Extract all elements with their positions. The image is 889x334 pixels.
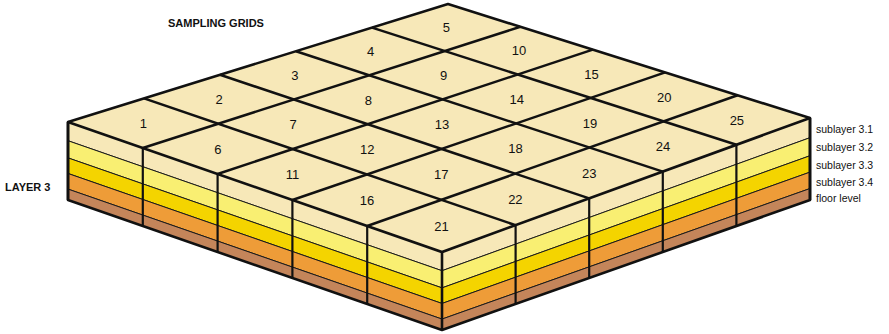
label-anchor: 25 [730, 111, 744, 129]
label-anchor: 9 [440, 66, 447, 84]
label-anchor: 1 [140, 114, 147, 132]
label-anchor: 11 [286, 165, 300, 183]
grid-number: 13 [435, 118, 449, 132]
column-divider [514, 225, 516, 304]
label-anchor: 12 [360, 140, 374, 158]
sublayer-label: floor level [816, 193, 861, 205]
grid-number: 23 [582, 167, 596, 181]
grid-line [296, 51, 663, 171]
label-anchor: sublayer 3.4 [816, 172, 873, 190]
label-anchor: 8 [365, 91, 372, 109]
grid-line [220, 75, 589, 199]
grid-line [143, 27, 521, 148]
label-anchor: 24 [656, 137, 670, 155]
label-anchor: 7 [289, 115, 296, 133]
sublayer-band [68, 189, 442, 330]
grid-number: 9 [440, 69, 447, 83]
grid-number: 15 [584, 68, 598, 82]
grid-number: 4 [367, 45, 374, 59]
grid-number: 25 [730, 114, 744, 128]
slab-outline [68, 4, 810, 330]
label-anchor: sublayer 3.3 [816, 155, 873, 173]
grid-number: 18 [508, 142, 522, 156]
grid-number: 5 [443, 21, 450, 35]
label-anchor: 2 [215, 90, 222, 108]
grid-number: 11 [286, 168, 300, 182]
grid-line [144, 98, 516, 225]
layer-label: LAYER 3 [5, 181, 50, 193]
column-divider [217, 174, 219, 252]
sublayer-band [442, 189, 810, 330]
column-divider [735, 145, 737, 226]
label-anchor: 4 [367, 42, 374, 60]
grid-line [292, 72, 665, 200]
sublayer-band [442, 172, 810, 319]
grid-number: 12 [360, 143, 374, 157]
column-divider [588, 198, 590, 278]
sublayer-label: sublayer 3.3 [816, 160, 873, 172]
slab-edge [68, 118, 810, 252]
grid-number: 21 [434, 220, 448, 234]
sublayer-band [68, 173, 442, 319]
diagram-title: SAMPLING GRIDS [168, 17, 264, 29]
sublayer-band [442, 156, 810, 304]
grid-number: 6 [214, 143, 221, 157]
grid-line [367, 95, 737, 226]
grid-line [218, 50, 593, 174]
column-divider [291, 200, 293, 278]
sublayer-label: sublayer 3.4 [816, 177, 873, 189]
grid-line [372, 28, 736, 145]
label-anchor: 15 [584, 65, 598, 83]
label-anchor: 22 [508, 190, 522, 208]
grid-number: 1 [140, 117, 147, 131]
grid-number: 16 [360, 194, 374, 208]
label-anchor: 20 [657, 88, 671, 106]
label-anchor: 18 [508, 139, 522, 157]
sublayer-label: sublayer 3.2 [816, 142, 873, 154]
label-anchor: sublayer 3.1 [816, 119, 873, 137]
label-anchor: LAYER 3 [5, 177, 50, 195]
grid-number: 3 [291, 69, 298, 83]
grid-number: 19 [583, 117, 597, 131]
grid-number: 20 [657, 91, 671, 105]
label-anchor: 14 [510, 90, 524, 108]
grid-number: 7 [289, 118, 296, 132]
label-anchor: floor level [816, 188, 861, 206]
grid-number: 24 [656, 140, 670, 154]
grid-number: 14 [510, 93, 524, 107]
label-anchor: 16 [360, 191, 374, 209]
label-anchor: 5 [443, 18, 450, 36]
label-anchor: 21 [434, 217, 448, 235]
slab-edge [441, 252, 444, 330]
label-anchor: 10 [512, 41, 526, 59]
column-divider [662, 172, 664, 252]
grid-number: 2 [215, 93, 222, 107]
label-anchor: sublayer 3.2 [816, 137, 873, 155]
label-anchor: 17 [434, 165, 448, 183]
label-anchor: 23 [582, 164, 596, 182]
column-divider [142, 148, 144, 226]
grid-number: 10 [512, 44, 526, 58]
title-anchor: SAMPLING GRIDS [168, 13, 264, 31]
grid-number: 8 [365, 94, 372, 108]
label-anchor: 19 [583, 114, 597, 132]
label-anchor: 13 [435, 115, 449, 133]
label-anchor: 6 [214, 140, 221, 158]
label-anchor: 3 [291, 66, 298, 84]
sublayer-label: sublayer 3.1 [816, 124, 873, 136]
grid-number: 22 [508, 193, 522, 207]
column-divider [366, 226, 368, 304]
grid-number: 17 [434, 168, 448, 182]
